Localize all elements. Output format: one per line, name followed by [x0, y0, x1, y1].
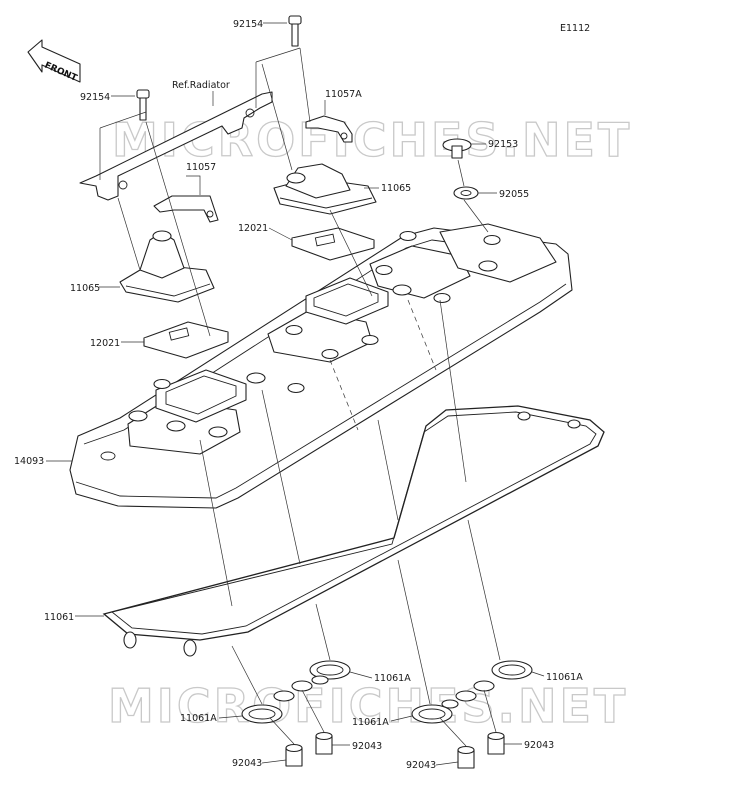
- plate-12021-upper: [291, 227, 375, 261]
- part-label-11061A-mid: 11061A: [374, 673, 411, 684]
- seal-small-rings-mid: [273, 675, 329, 702]
- part-label-12021-upper: 12021: [238, 223, 268, 234]
- seal-ring-11061A-center: [411, 704, 453, 724]
- screw-92153: [442, 138, 472, 159]
- part-label-92043-left: 92043: [232, 758, 262, 769]
- ref-radiator-label: Ref.Radiator: [172, 80, 230, 91]
- part-label-11065-left: 11065: [70, 283, 100, 294]
- bushing-92043-mid: [315, 731, 333, 755]
- watermark-top: MICROFICHES.NET: [112, 113, 632, 167]
- part-label-92154-left: 92154: [80, 92, 110, 103]
- cylinder-head-cover-14093: [69, 223, 573, 509]
- bolt-92154-top: [288, 15, 302, 47]
- bushing-92043-center: [457, 745, 475, 769]
- part-label-11065-right: 11065: [381, 183, 411, 194]
- part-label-11061A-center: 11061A: [352, 717, 389, 728]
- part-label-11057: 11057: [186, 162, 216, 173]
- radiator-bracket: [79, 91, 273, 201]
- breather-cover-11065-right: [273, 163, 377, 215]
- breather-cover-11065-left: [119, 230, 215, 303]
- front-arrow-icon: FRONT: [27, 39, 81, 84]
- bracket-11057A: [305, 115, 353, 143]
- bushing-92043-right: [487, 731, 505, 755]
- bracket-11057: [153, 195, 219, 223]
- part-label-11061: 11061: [44, 612, 74, 623]
- plate-12021-lower: [143, 321, 229, 359]
- part-label-92154-top: 92154: [233, 19, 263, 30]
- seal-ring-11061A-right: [491, 660, 533, 680]
- part-label-11061A-right: 11061A: [546, 672, 583, 683]
- part-label-14093: 14093: [14, 456, 44, 467]
- bushing-92043-left: [285, 743, 303, 767]
- part-label-12021-lower: 12021: [90, 338, 120, 349]
- diagram-code: E1112: [560, 23, 590, 34]
- seal-ring-11061A-left: [241, 704, 283, 724]
- assembly-guide-lines: [99, 47, 501, 747]
- part-label-92043-right: 92043: [524, 740, 554, 751]
- part-label-92043-mid: 92043: [352, 741, 382, 752]
- part-label-92055: 92055: [499, 189, 529, 200]
- part-label-92043-center: 92043: [406, 760, 436, 771]
- grommet-92055: [453, 186, 479, 200]
- part-label-92153: 92153: [488, 139, 518, 150]
- gasket-11061: [102, 405, 605, 657]
- bolt-92154-left: [136, 89, 150, 121]
- seal-ring-11061A-mid: [309, 660, 351, 680]
- part-label-11061A-left: 11061A: [180, 713, 217, 724]
- watermark-bottom: MICROFICHES.NET: [108, 679, 628, 733]
- part-label-11057A: 11057A: [325, 89, 362, 100]
